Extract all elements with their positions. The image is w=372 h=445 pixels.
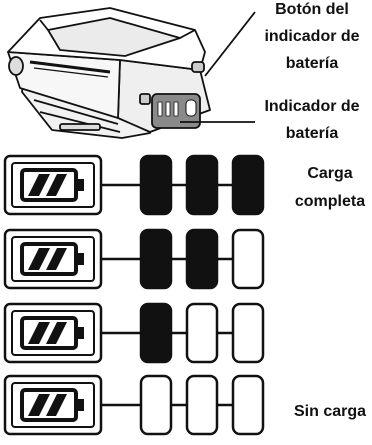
led-on bbox=[139, 154, 173, 216]
led-off bbox=[185, 302, 219, 364]
battery-icon-bar bbox=[46, 248, 67, 270]
battery-icon-terminal bbox=[78, 327, 84, 339]
battery-icon-bar bbox=[28, 394, 50, 416]
led-off bbox=[231, 374, 265, 436]
led-on bbox=[231, 154, 265, 216]
charge-level-row: Sin carga bbox=[3, 374, 366, 436]
led-off bbox=[139, 374, 173, 436]
battery-icon-terminal bbox=[78, 179, 84, 191]
button-callout-line bbox=[204, 11, 256, 77]
battery-icon-bar bbox=[46, 322, 67, 344]
battery-icon-bar bbox=[28, 322, 50, 344]
led-on bbox=[185, 228, 219, 290]
battery-icon-terminal bbox=[78, 253, 84, 265]
battery-button-label-line3: batería bbox=[286, 55, 339, 72]
led-on bbox=[139, 228, 173, 290]
charge-level-row: Carga completa bbox=[3, 154, 365, 216]
battery-button-label-line2: indicador de bbox=[264, 28, 359, 45]
charge-level-row bbox=[3, 302, 265, 364]
led-on bbox=[139, 302, 173, 364]
charge-level-label: Carga bbox=[307, 165, 352, 182]
printer-illustration bbox=[7, 7, 211, 139]
battery-icon-bar bbox=[28, 248, 50, 270]
led-on bbox=[185, 154, 219, 216]
battery-icon-bar bbox=[46, 174, 67, 196]
charge-level-row bbox=[3, 228, 265, 290]
led-off bbox=[231, 228, 265, 290]
led-off bbox=[231, 302, 265, 364]
battery-button-label-line1: Botón del bbox=[275, 1, 349, 18]
led-off bbox=[185, 374, 219, 436]
battery-indicator-label-line1: Indicador de bbox=[264, 98, 359, 115]
battery-icon-terminal bbox=[78, 399, 84, 411]
battery-icon-bar bbox=[46, 394, 67, 416]
battery-indicator-label-line2: batería bbox=[286, 125, 339, 142]
charge-level-label: Sin carga bbox=[294, 403, 366, 420]
charge-level-label: completa bbox=[295, 193, 365, 210]
battery-icon-bar bbox=[28, 174, 50, 196]
